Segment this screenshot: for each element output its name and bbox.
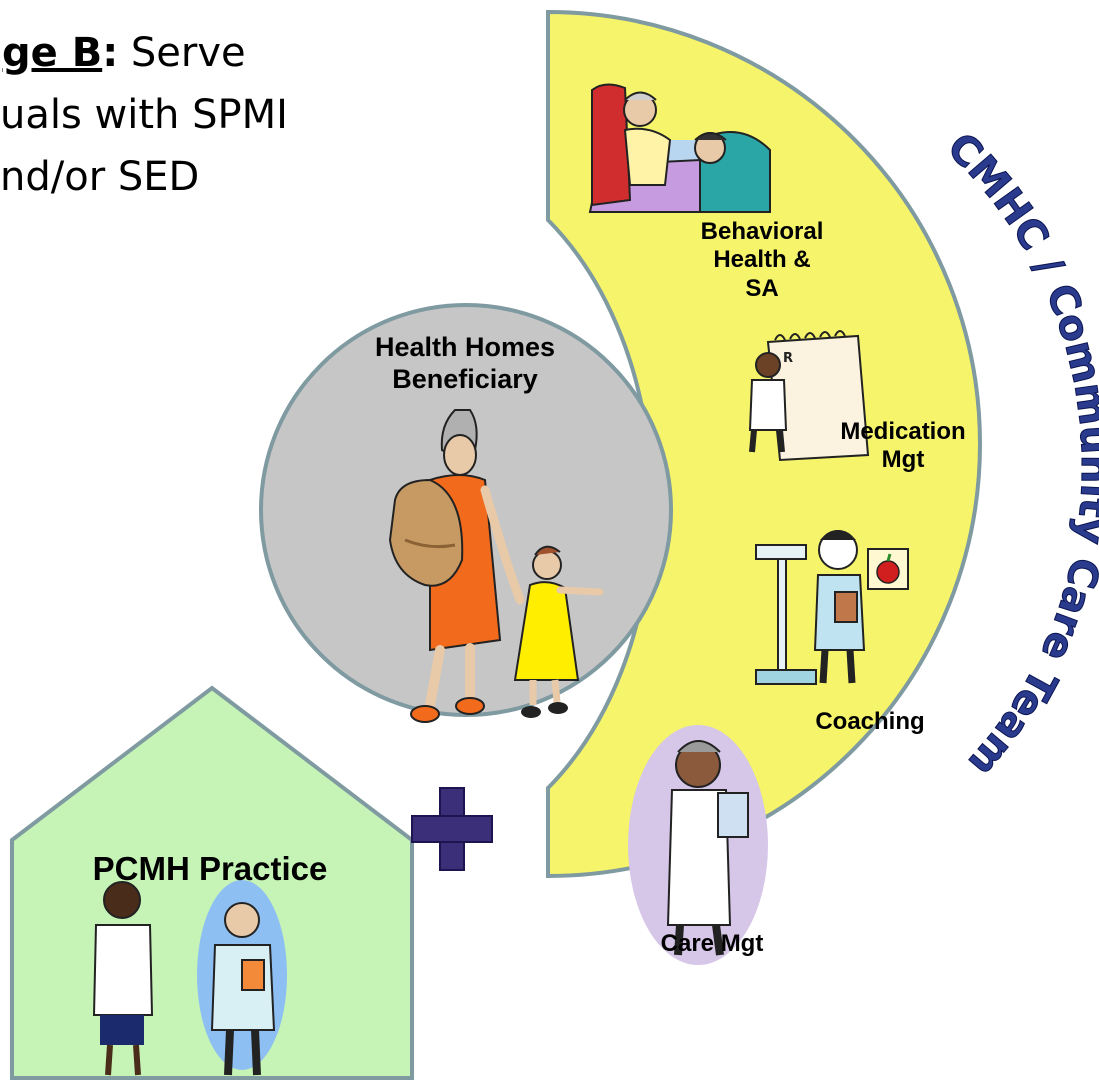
behavioral-health-label: Behavioral Health & SA bbox=[662, 218, 862, 303]
beneficiary-line-2: Beneficiary bbox=[392, 363, 538, 394]
plus-icon bbox=[411, 787, 493, 871]
coach-icon bbox=[813, 530, 866, 684]
behavioral-health-icon bbox=[588, 83, 771, 213]
behavioral-line-2: Health & bbox=[713, 246, 811, 274]
care-manager-icon bbox=[628, 725, 768, 965]
care-mgt-label: Care Mgt bbox=[660, 930, 764, 957]
weighing-scale-icon bbox=[755, 544, 817, 685]
medication-label: Medication Mgt bbox=[808, 418, 998, 475]
medication-line-2: Mgt bbox=[881, 446, 925, 474]
doctor-male-icon bbox=[197, 880, 287, 1076]
doctor-female-icon bbox=[92, 881, 154, 1076]
behavioral-line-1: Behavioral bbox=[700, 218, 824, 245]
beneficiary-label: Health Homes Beneficiary bbox=[320, 332, 610, 396]
title-lead: ge B bbox=[2, 30, 103, 76]
child-icon bbox=[513, 545, 604, 718]
title-line-1: ge B: Serve bbox=[2, 30, 246, 76]
beneficiary-line-1: Health Homes bbox=[374, 332, 556, 362]
apple-sign-icon bbox=[867, 548, 909, 590]
title-line-2: uals with SPMI bbox=[0, 92, 288, 138]
svg-text:R: R bbox=[783, 351, 793, 366]
woman-with-groceries-icon bbox=[388, 409, 525, 723]
pcmh-practice-label: PCMH Practice bbox=[92, 850, 328, 887]
behavioral-line-3: SA bbox=[745, 274, 779, 302]
title-line-3: nd/or SED bbox=[0, 154, 200, 200]
title-colon: : bbox=[102, 30, 119, 76]
title-line-1-rest: Serve bbox=[118, 30, 246, 76]
coaching-label: Coaching bbox=[815, 708, 925, 735]
medication-line-1: Medication bbox=[840, 418, 966, 445]
nurse-icon bbox=[748, 352, 788, 453]
